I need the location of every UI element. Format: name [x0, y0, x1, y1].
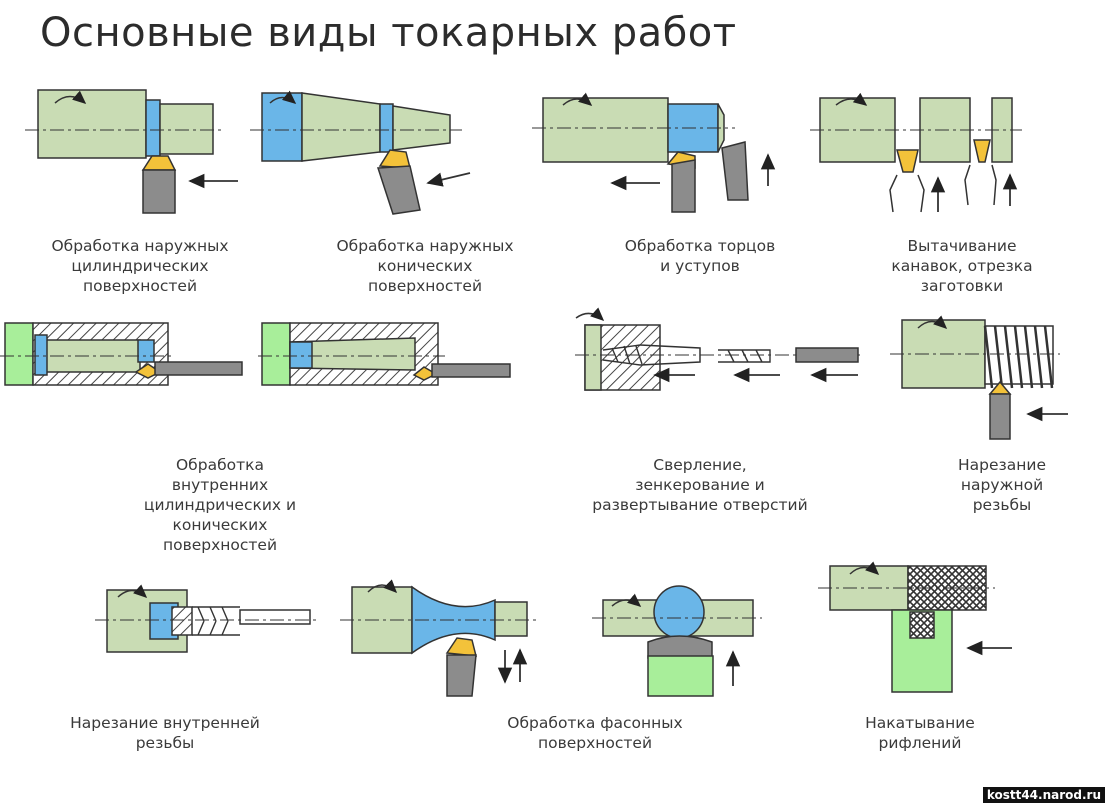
- diagram-external-cylindrical: [25, 89, 238, 214]
- diagram-internal-surfaces: [0, 322, 511, 386]
- diagram-grooving-cutoff: [810, 92, 1022, 213]
- caption-faces-shoulders: Обработка торцов и уступов: [624, 237, 776, 275]
- diagram-shaped-surfaces: [340, 579, 762, 697]
- caption-external-thread: Нарезание наружной резьбы: [957, 456, 1046, 514]
- caption-knurling: Накатывание рифлений: [865, 714, 975, 752]
- caption-internal-thread: Нарезание внутренней резьбы: [70, 714, 260, 752]
- diagram-external-conical: [250, 90, 471, 215]
- watermark: kostt44.narod.ru: [982, 787, 1105, 803]
- caption-grooving-cutoff: Вытачивание канавок, отрезка заготовки: [891, 237, 1033, 295]
- caption-external-conical: Обработка наружных конических поверхност…: [336, 237, 514, 295]
- caption-internal-surfaces: Обработка внутренних цилиндрических и ко…: [143, 456, 297, 554]
- caption-external-cylindrical: Обработка наружных цилиндрических поверх…: [51, 237, 229, 295]
- diagram-external-thread: [890, 315, 1068, 440]
- page-title: Основные виды токарных работ: [40, 10, 737, 56]
- caption-drilling: Сверление, зенкерование и развертывание …: [592, 456, 808, 514]
- diagram-knurling: [818, 561, 1012, 693]
- diagram-faces-shoulders: [532, 92, 776, 213]
- diagram-internal-thread: [95, 584, 318, 653]
- diagram-drilling: [575, 307, 860, 391]
- caption-shaped-surfaces: Обработка фасонных поверхностей: [507, 714, 683, 752]
